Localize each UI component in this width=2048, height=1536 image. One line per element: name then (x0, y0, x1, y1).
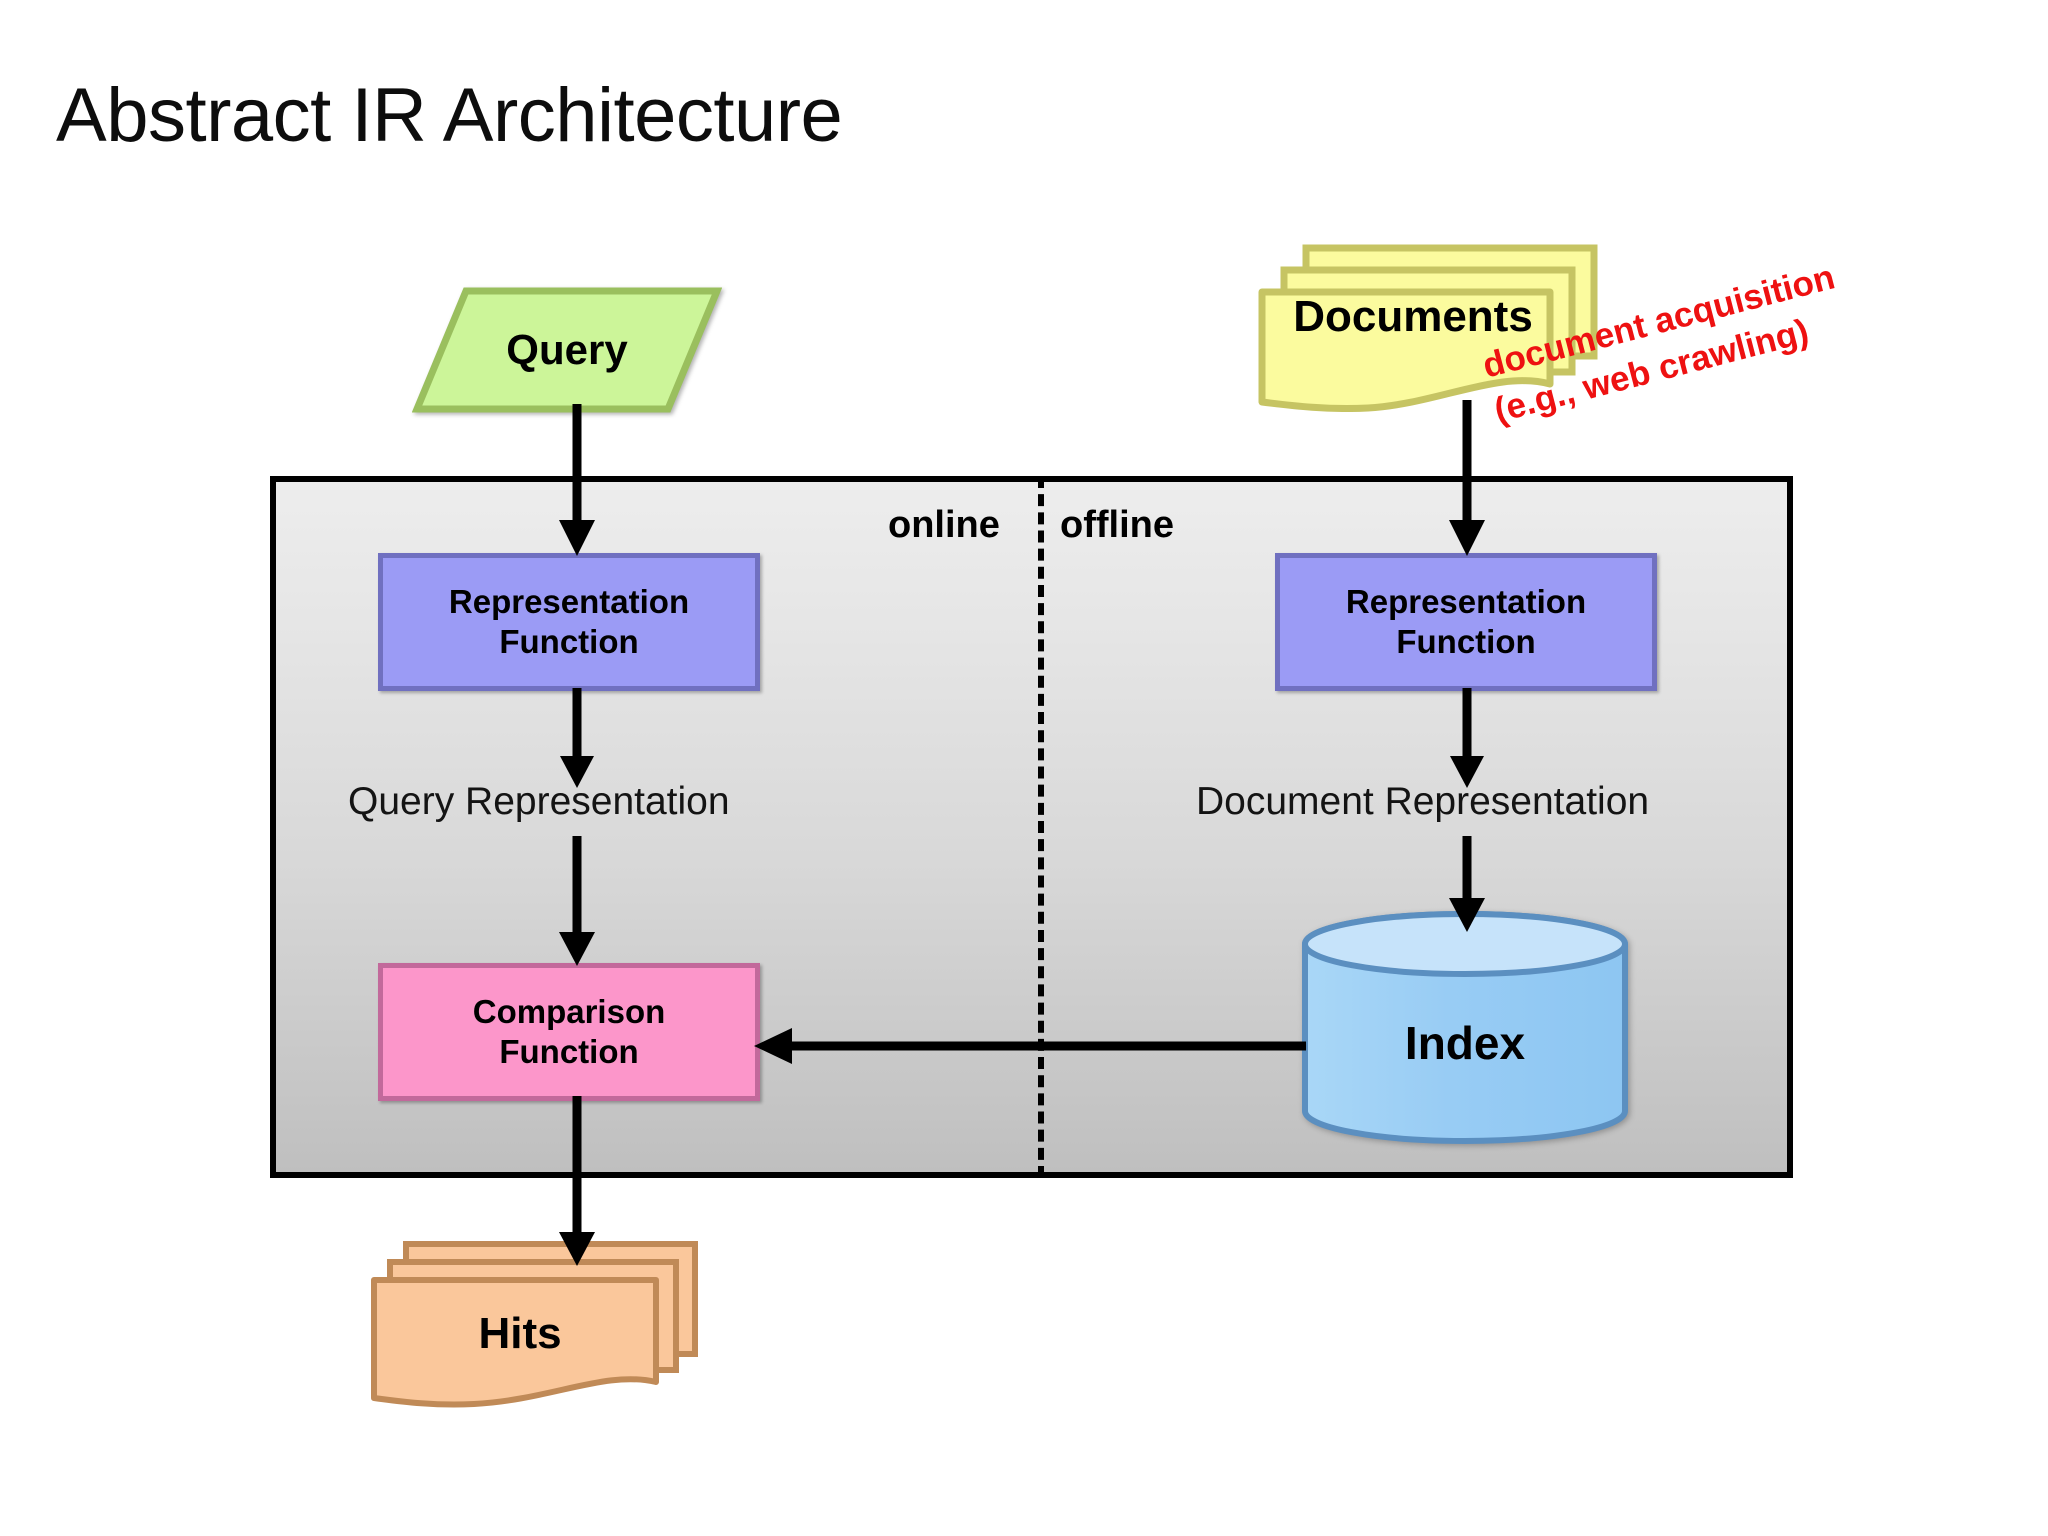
repfn-query-line1: Representation (448, 582, 690, 620)
arrow-query-to-representation-function (552, 404, 602, 564)
arrow-representation-function-to-document-representation (1442, 688, 1492, 796)
representation-function-document-node[interactable]: Representation Function (1275, 553, 1657, 691)
hits-node-shape[interactable] (370, 1240, 700, 1410)
caption-document-representation: Document Representation (1196, 780, 1650, 823)
cmpfn-line1: Comparison (472, 992, 666, 1030)
online-offline-divider (1038, 476, 1044, 1178)
arrow-documents-to-representation-function (1442, 400, 1492, 564)
caption-query-representation: Query Representation (348, 780, 730, 823)
page-title: Abstract IR Architecture (56, 73, 843, 158)
repfn-query-line2: Function (499, 623, 639, 660)
index-node-shape[interactable] (1300, 910, 1630, 1145)
repfn-doc-line2: Function (1396, 623, 1536, 660)
comparison-function-node[interactable]: Comparison Function (378, 963, 760, 1101)
representation-function-query-node[interactable]: Representation Function (378, 553, 760, 691)
repfn-doc-line1: Representation (1345, 582, 1587, 620)
arrow-index-to-comparison-function (750, 1022, 1306, 1070)
query-node-shape[interactable] (412, 286, 722, 414)
documents-node-shape[interactable] (1258, 244, 1598, 412)
arrow-document-representation-to-index (1442, 836, 1492, 938)
label-offline: offline (1060, 504, 1174, 546)
arrow-comparison-function-to-hits (552, 1096, 602, 1270)
label-online: online (888, 504, 1000, 546)
arrow-query-representation-to-comparison-function (552, 836, 602, 972)
arrow-representation-function-to-query-representation (552, 688, 602, 796)
cmpfn-line2: Function (499, 1033, 639, 1070)
